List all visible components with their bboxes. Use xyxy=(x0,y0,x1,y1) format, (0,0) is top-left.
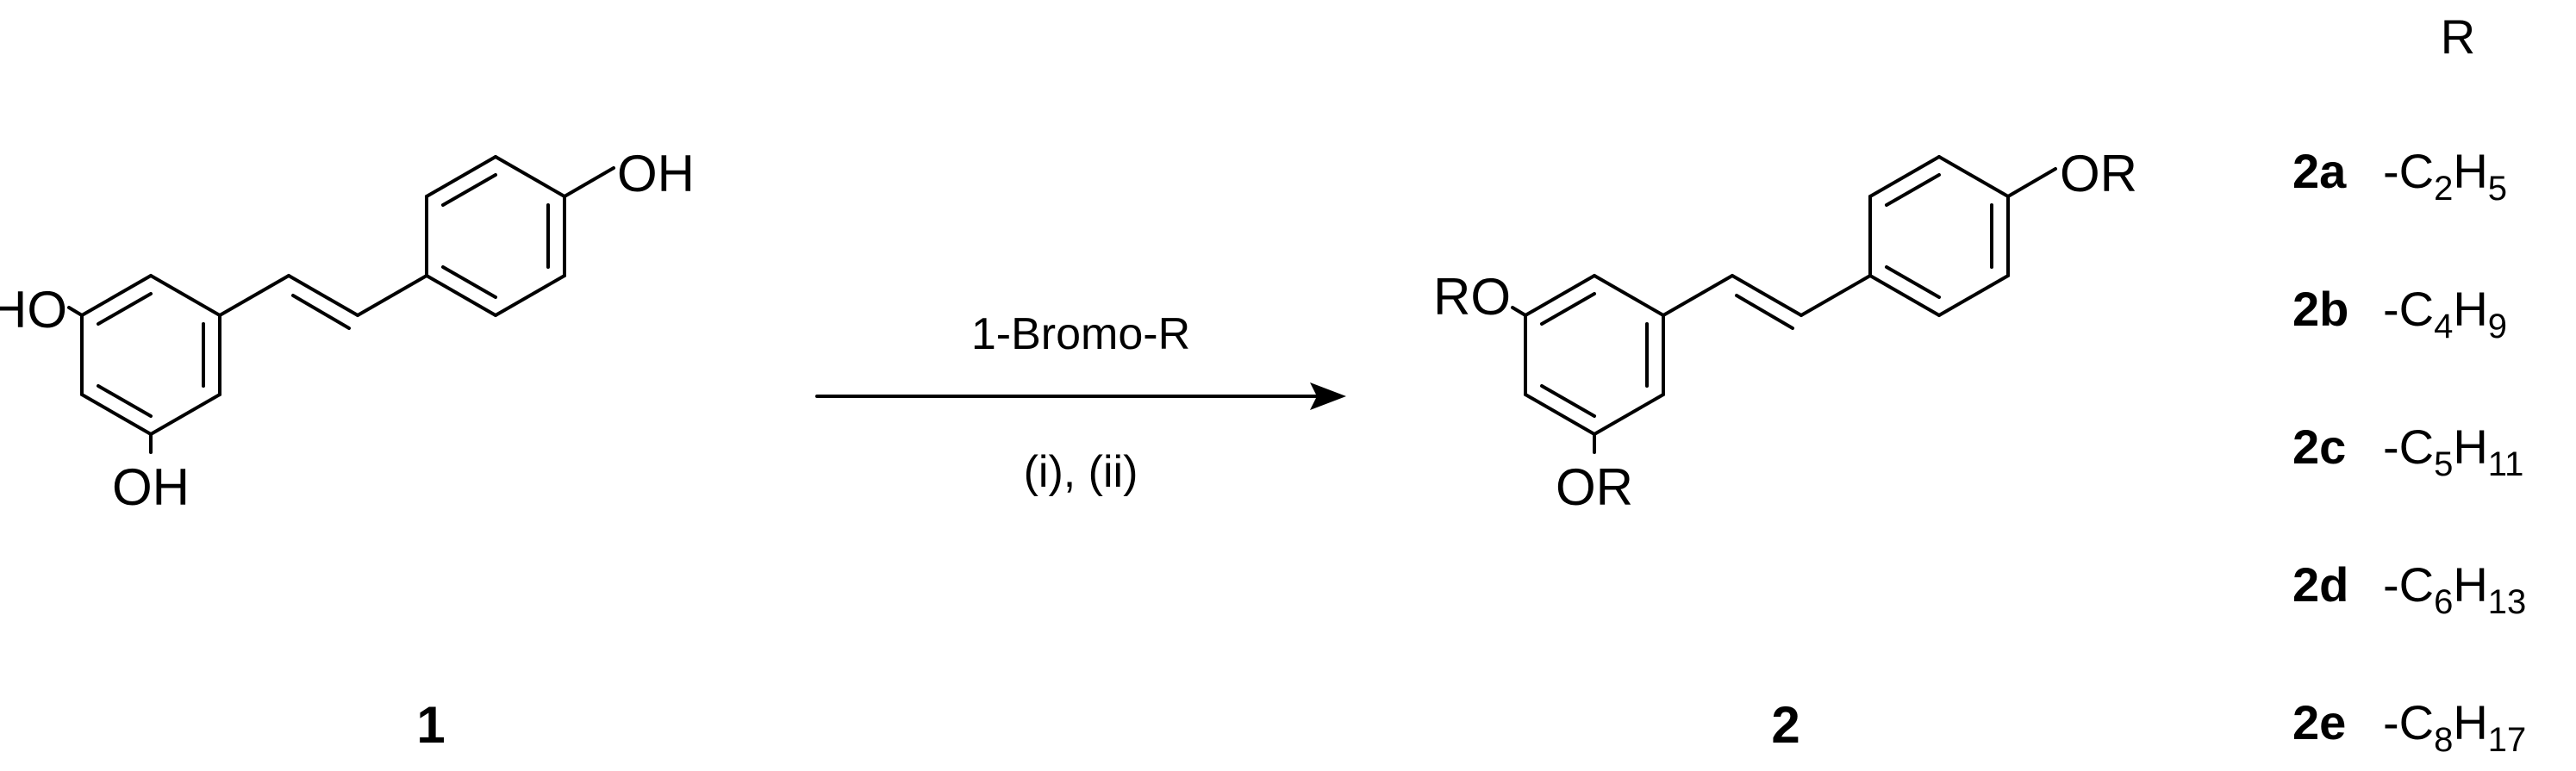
compound-2-left-ring xyxy=(1524,274,1665,436)
compound-2-meta-alkoxy-bottom: OR xyxy=(1556,458,1633,516)
r-row-formula: -C6H13 xyxy=(2383,557,2526,621)
compound-2-meta-alkoxy-top: RO xyxy=(1433,268,1511,326)
compound-1-meta-hydroxyl-bottom: OH xyxy=(112,458,190,516)
r-row-id: 2c xyxy=(2292,420,2346,474)
r-table-row-2b: 2b -C4H9 xyxy=(2292,282,2507,345)
compound-2-right-ring xyxy=(1868,155,2010,317)
reaction-arrow xyxy=(815,382,1346,410)
r-row-id: 2a xyxy=(2292,144,2347,198)
r-table-row-2e: 2e -C8H17 xyxy=(2292,695,2526,759)
r-row-id: 2e xyxy=(2292,695,2346,749)
r-table-row-2a: 2a -C2H5 xyxy=(2292,144,2507,208)
r-table-row-2c: 2c -C5H11 xyxy=(2292,420,2523,483)
compound-1-meta-hydroxyl-top: HO xyxy=(0,281,67,339)
r-row-formula: -C5H11 xyxy=(2383,420,2523,483)
r-row-formula: -C2H5 xyxy=(2383,144,2507,208)
reagent-label: 1-Bromo-R xyxy=(971,309,1190,359)
compound-1-resorcinol-ring xyxy=(80,274,221,436)
compound-1-vinylene xyxy=(218,274,428,330)
compound-2-label: 2 xyxy=(1771,696,1799,754)
compound-1-phenol-ring xyxy=(425,155,566,317)
compound-1-label: 1 xyxy=(416,696,445,754)
r-table-row-2d: 2d -C6H13 xyxy=(2292,557,2526,621)
compound-2-para-alkoxy: OR xyxy=(2060,145,2137,202)
arrow-head xyxy=(1310,382,1346,410)
r-row-id: 2b xyxy=(2292,282,2348,336)
r-row-formula: -C4H9 xyxy=(2383,282,2507,345)
compound-1-para-hydroxyl: OH xyxy=(617,145,695,202)
r-row-id: 2d xyxy=(2292,557,2348,612)
compound-1-structure: OH HO OH xyxy=(0,145,695,516)
r-row-formula: -C8H17 xyxy=(2383,695,2526,759)
r-table-header: R xyxy=(2441,9,2475,64)
compound-2-vinylene xyxy=(1662,274,1872,330)
conditions-label: (i), (ii) xyxy=(1024,447,1138,497)
compound-2-structure: OR RO OR xyxy=(1433,145,2137,516)
